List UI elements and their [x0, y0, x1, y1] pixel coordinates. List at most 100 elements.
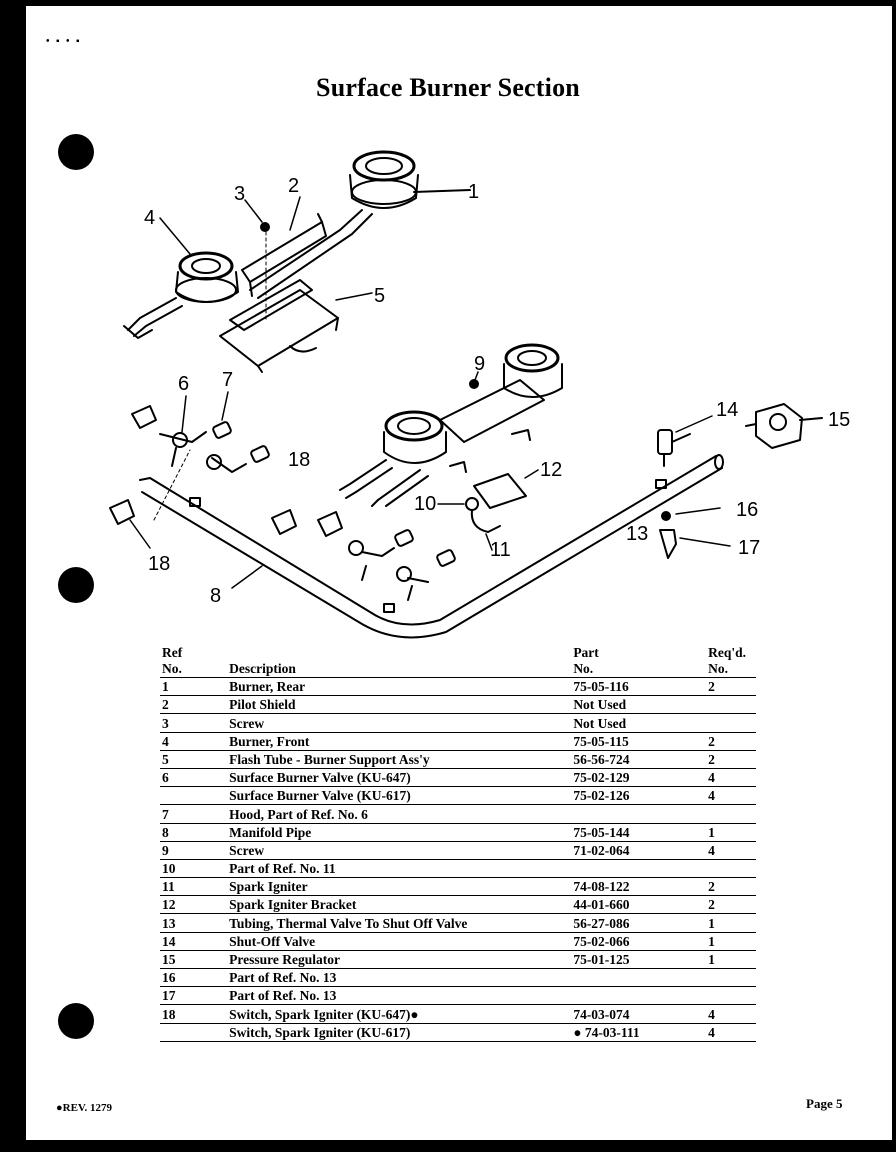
cell-ref: 9 — [160, 841, 230, 860]
shut-off-valve-part — [657, 415, 713, 467]
cell-part: 75-05-115 — [573, 732, 707, 751]
cell-ref: 3 — [160, 713, 230, 733]
pressure-regulator-part — [745, 403, 823, 449]
cell-ref: 12 — [160, 895, 230, 915]
cell-ref: 11 — [160, 877, 230, 897]
cell-reqd: 1 — [706, 950, 756, 970]
table-row: Switch, Spark Igniter (KU-617)● 74-03-11… — [160, 1023, 756, 1042]
cell-reqd — [706, 695, 756, 715]
callout-label: 13 — [626, 523, 648, 545]
cell-part: 75-02-126 — [573, 786, 707, 806]
callout-label: 18 — [148, 553, 170, 575]
header-description: Description — [229, 645, 574, 678]
cell-part — [573, 986, 707, 1006]
binder-hole-bottom — [58, 1003, 94, 1039]
cell-part: 75-02-066 — [573, 932, 707, 951]
corner-mark: • ▪ • ▪ — [46, 36, 82, 47]
pilot-shield-part — [241, 196, 327, 297]
callout-label: 5 — [374, 285, 385, 307]
cell-reqd: 2 — [706, 750, 756, 769]
cell-description: Tubing, Thermal Valve To Shut Off Valve — [229, 913, 574, 933]
cell-part: 75-05-144 — [573, 823, 707, 842]
cell-description: Part of Ref. No. 13 — [229, 968, 574, 988]
cell-description: Burner, Front — [229, 732, 574, 751]
cell-ref: 8 — [160, 823, 230, 842]
cell-reqd: 2 — [706, 877, 756, 897]
binder-hole-top — [58, 134, 94, 170]
callout-label: 6 — [178, 373, 189, 395]
cell-ref — [160, 786, 230, 806]
cell-reqd: 4 — [706, 768, 756, 788]
cell-part: 44-01-660 — [573, 895, 707, 915]
fittings-part — [659, 507, 731, 559]
cell-ref: 4 — [160, 732, 230, 751]
cell-reqd — [706, 859, 756, 879]
cell-reqd: 1 — [706, 823, 756, 842]
cell-reqd: 4 — [706, 1004, 756, 1024]
cell-reqd — [706, 713, 756, 733]
cell-part: 74-08-122 — [573, 877, 707, 897]
cell-description: Part of Ref. No. 13 — [229, 986, 574, 1006]
page-title: Surface Burner Section — [316, 73, 580, 102]
cell-part: Not Used — [573, 695, 707, 715]
cell-reqd: 2 — [706, 677, 756, 697]
cell-ref — [160, 1023, 230, 1042]
callout-label: 12 — [540, 459, 562, 481]
cell-reqd: 4 — [706, 1023, 756, 1042]
callout-label: 2 — [288, 175, 299, 197]
cell-ref: 5 — [160, 750, 230, 769]
cell-part — [573, 859, 707, 879]
cell-description: Flash Tube - Burner Support Ass'y — [229, 750, 574, 769]
cell-reqd — [706, 968, 756, 988]
cell-ref: 6 — [160, 768, 230, 788]
cell-part: 71-02-064 — [573, 841, 707, 860]
right-valves-part — [271, 509, 456, 601]
cell-description: Shut-Off Valve — [229, 932, 574, 951]
cell-description: Screw — [229, 713, 574, 733]
cell-reqd: 1 — [706, 932, 756, 951]
cell-description: Surface Burner Valve (KU-647) — [229, 768, 574, 788]
manifold-pipe-part — [139, 454, 724, 639]
cell-ref: 16 — [160, 968, 230, 988]
cell-description: Spark Igniter Bracket — [229, 895, 574, 915]
cell-part: ● 74-03-111 — [573, 1023, 707, 1042]
callout-label: 14 — [716, 399, 738, 421]
cell-part: 56-56-724 — [573, 750, 707, 769]
callout-label: 18 — [288, 449, 310, 471]
rear-burner-part — [249, 150, 471, 299]
surface-valves-part — [109, 391, 270, 549]
cell-reqd: 1 — [706, 913, 756, 933]
callout-label: 1 — [468, 181, 479, 203]
cell-ref: 18 — [160, 1004, 230, 1024]
flash-tube-support-part — [219, 279, 373, 373]
cell-ref: 7 — [160, 804, 230, 824]
binder-hole-middle — [58, 567, 94, 603]
callout-label: 16 — [736, 499, 758, 521]
cell-description: Hood, Part of Ref. No. 6 — [229, 804, 574, 824]
callout-label: 17 — [738, 537, 760, 559]
cell-part: 74-03-074 — [573, 1004, 707, 1024]
cell-part — [573, 804, 707, 824]
callout-label: 9 — [474, 353, 485, 375]
cell-description: Surface Burner Valve (KU-617) — [229, 786, 574, 806]
cell-part: 75-02-129 — [573, 768, 707, 788]
